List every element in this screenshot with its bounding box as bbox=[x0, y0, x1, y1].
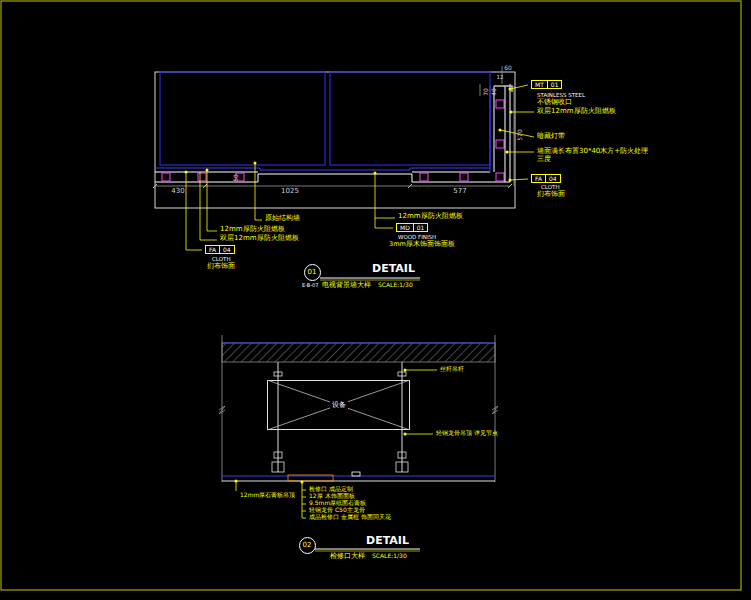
annotation: 丝杆吊杆 bbox=[440, 366, 464, 373]
detail-bubble: 01 bbox=[304, 264, 321, 281]
detail-title: 电视背景墙大样 bbox=[322, 282, 371, 289]
material-name: CLOTH bbox=[212, 256, 231, 262]
annotation: 12厚 木饰面面板 bbox=[309, 493, 355, 500]
annotation: 暗藏灯带 bbox=[537, 133, 565, 141]
tag-code: FA bbox=[532, 175, 545, 182]
tag-code: 04 bbox=[219, 246, 234, 253]
material-tag: FA04 bbox=[205, 245, 235, 254]
dimension: 12 bbox=[497, 74, 504, 80]
annotation: 9.5mm厚纸面石膏板 bbox=[309, 500, 366, 507]
sheet-frame bbox=[1, 1, 741, 590]
dimension: 60 bbox=[504, 65, 512, 72]
dimension: 40 bbox=[491, 88, 498, 96]
annotation: 3mm厚木饰面饰面板 bbox=[389, 241, 455, 248]
annotation: 墙面满长布置30*40木方+防火处理三度 bbox=[537, 148, 649, 163]
detail-bubble: 02 bbox=[299, 537, 316, 554]
annotation: 轻钢龙骨吊顶 详见节点 bbox=[436, 430, 498, 437]
annotation: 检修口 成品定制 bbox=[309, 486, 353, 493]
annotation: 12mm厚防火阻燃板 bbox=[220, 226, 285, 234]
material-tag: MD01 bbox=[396, 223, 428, 232]
annotation: 扪布饰面 bbox=[207, 263, 235, 270]
dimension: 430 bbox=[171, 188, 184, 196]
material-name: WOOD FINISH bbox=[398, 234, 436, 240]
material-name: STAINLESS STEEL bbox=[537, 92, 585, 98]
material-tag: MT01 bbox=[531, 80, 562, 89]
dimension: 1025 bbox=[281, 188, 299, 196]
sheet-reference: E-B-07 bbox=[302, 283, 318, 289]
annotation: 成品检修口 金属框 饰面同天花 bbox=[309, 514, 391, 521]
callout-number: 02 bbox=[303, 541, 312, 549]
annotation: 双层12mm厚防火阻燃板 bbox=[537, 108, 616, 116]
callout-number: 01 bbox=[308, 268, 317, 276]
detail-heading: DETAIL bbox=[366, 535, 409, 547]
scale-note: SCALE:1/30 bbox=[378, 282, 413, 289]
equipment-label: 设备 bbox=[330, 399, 348, 411]
annotation: 12mm厚防火阻燃板 bbox=[398, 213, 463, 221]
dimension: 70 bbox=[483, 88, 490, 96]
detail-title: 检修口大样 bbox=[330, 553, 365, 560]
dimension: 570 bbox=[517, 129, 524, 140]
annotation: 双层12mm厚防火阻燃板 bbox=[220, 235, 299, 243]
tag-code: 01 bbox=[413, 224, 428, 231]
annotation: 扪布饰面 bbox=[537, 191, 565, 198]
tv-wall-plan bbox=[153, 66, 534, 280]
tag-code: 01 bbox=[547, 81, 562, 88]
scale-note: SCALE:1/30 bbox=[372, 553, 407, 560]
dimension: 50 bbox=[233, 174, 240, 182]
annotation: 轻钢龙骨 C50主龙骨 bbox=[309, 507, 365, 514]
dimension: 577 bbox=[453, 188, 466, 196]
annotation: 12mm厚石膏板吊顶 bbox=[240, 492, 295, 499]
annotation: 原始结构墙 bbox=[265, 215, 300, 223]
tag-code: FA bbox=[206, 246, 219, 253]
annotation: 不锈钢收口 bbox=[537, 99, 572, 106]
material-tag: FA04 bbox=[531, 174, 561, 183]
tag-code: MT bbox=[532, 81, 547, 88]
tag-code: MD bbox=[397, 224, 413, 231]
material-name: CLOTH bbox=[541, 184, 560, 190]
access-panel-section bbox=[219, 335, 498, 551]
detail-heading: DETAIL bbox=[372, 263, 415, 275]
tag-code: 04 bbox=[545, 175, 560, 182]
equipment-box: 设备 bbox=[267, 380, 410, 430]
